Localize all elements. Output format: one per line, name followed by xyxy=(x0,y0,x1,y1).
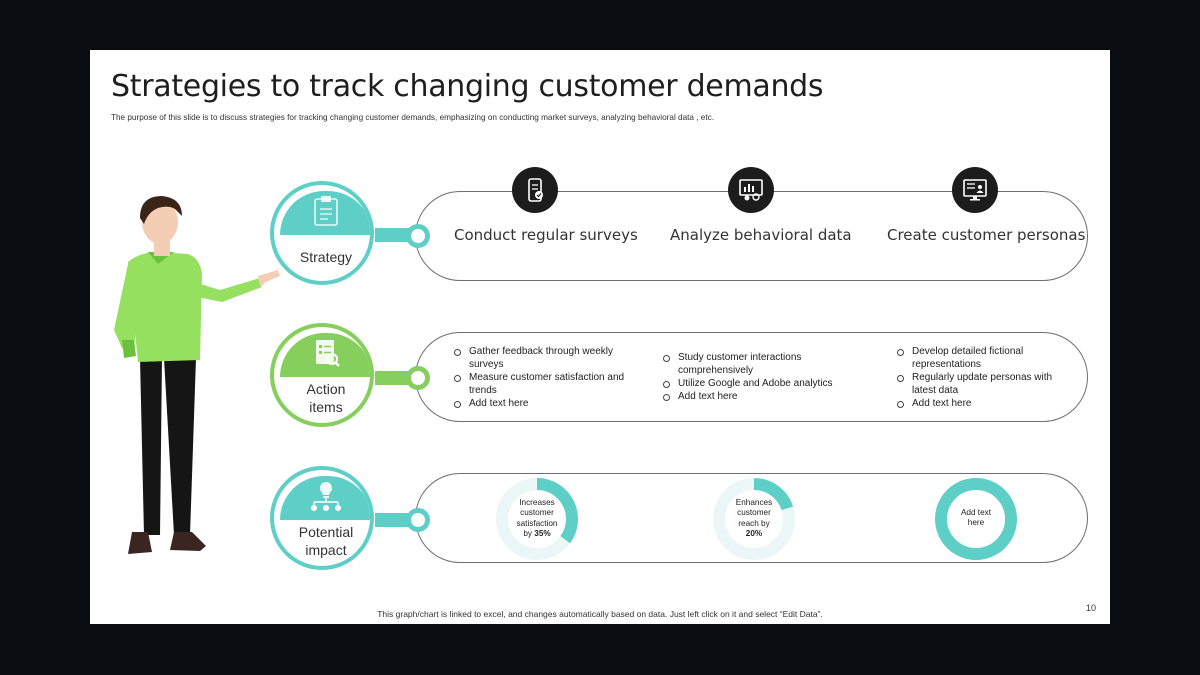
list-item: Study customer interactions comprehensiv… xyxy=(663,352,853,377)
donut-value-arc xyxy=(713,478,795,560)
impact-medal: Potential impact xyxy=(270,466,374,570)
impact-knob xyxy=(406,508,430,532)
impact-value-satisfaction: 35% xyxy=(534,529,551,539)
action-list-behavioral: Study customer interactions comprehensiv… xyxy=(663,352,853,404)
impact-value-reach: 20% xyxy=(745,529,763,539)
strategy-heading-behavioral: Analyze behavioral data xyxy=(670,226,852,244)
mobile-survey-icon-circle xyxy=(512,167,558,213)
slide: Strategies to track changing customer de… xyxy=(90,50,1110,624)
donut-value-arc xyxy=(935,478,1017,560)
impact-label-line2: impact xyxy=(305,542,347,558)
action-medal: Action items xyxy=(270,323,374,427)
strategy-medal: Strategy xyxy=(270,181,374,285)
list-item: Add text here xyxy=(897,398,1057,411)
presenter-illustration xyxy=(114,196,280,554)
clipboard-icon xyxy=(314,196,338,226)
list-item: Add text here xyxy=(454,398,634,411)
action-label-line2: items xyxy=(309,399,343,415)
persona-screen-icon-circle xyxy=(952,167,998,213)
mobile-survey-icon xyxy=(528,178,543,202)
slide-subtitle: The purpose of this slide is to discuss … xyxy=(111,113,715,122)
impact-text-placeholder: Add text here xyxy=(960,508,992,528)
data-analysis-icon xyxy=(739,179,763,201)
list-item: Gather feedback through weekly surveys xyxy=(454,346,634,371)
impact-donut-satisfaction xyxy=(496,478,578,560)
impact-label-line1: Potential xyxy=(298,524,354,540)
checklist-icon xyxy=(316,340,340,367)
action-knob xyxy=(406,366,430,390)
lightbulb-network-icon xyxy=(311,481,341,511)
impact-donut-reach xyxy=(713,478,795,560)
impact-text-satisfaction: Increases customer satisfaction by 35% xyxy=(516,498,558,539)
strategy-heading-surveys: Conduct regular surveys xyxy=(454,226,638,244)
list-item: Develop detailed fictional representatio… xyxy=(897,346,1057,371)
strategy-heading-personas: Create customer personas xyxy=(887,226,1086,244)
persona-screen-icon xyxy=(963,179,987,201)
action-list-personas: Develop detailed fictional representatio… xyxy=(897,346,1057,411)
page-title: Strategies to track changing customer de… xyxy=(111,69,824,104)
action-list-surveys: Gather feedback through weekly surveys M… xyxy=(454,346,634,411)
list-item: Add text here xyxy=(663,391,853,404)
action-connector xyxy=(375,371,415,385)
data-analysis-icon-circle xyxy=(728,167,774,213)
impact-text-reach: Enhances customer reach by 20% xyxy=(735,498,773,539)
list-item: Measure customer satisfaction and trends xyxy=(454,372,634,397)
action-pill xyxy=(415,332,1088,422)
list-item: Utilize Google and Adobe analytics xyxy=(663,378,853,391)
strategy-knob xyxy=(406,224,430,248)
impact-donut-placeholder xyxy=(935,478,1017,560)
page-number: 10 xyxy=(1085,603,1096,613)
donut-value-arc xyxy=(496,478,578,560)
list-item: Regularly update personas with latest da… xyxy=(897,372,1057,397)
strategy-label: Strategy xyxy=(299,249,353,265)
impact-connector xyxy=(375,513,415,527)
footnote: This graph/chart is linked to excel, and… xyxy=(377,609,823,619)
strategy-connector xyxy=(375,228,415,242)
action-label-line1: Action xyxy=(306,381,346,397)
